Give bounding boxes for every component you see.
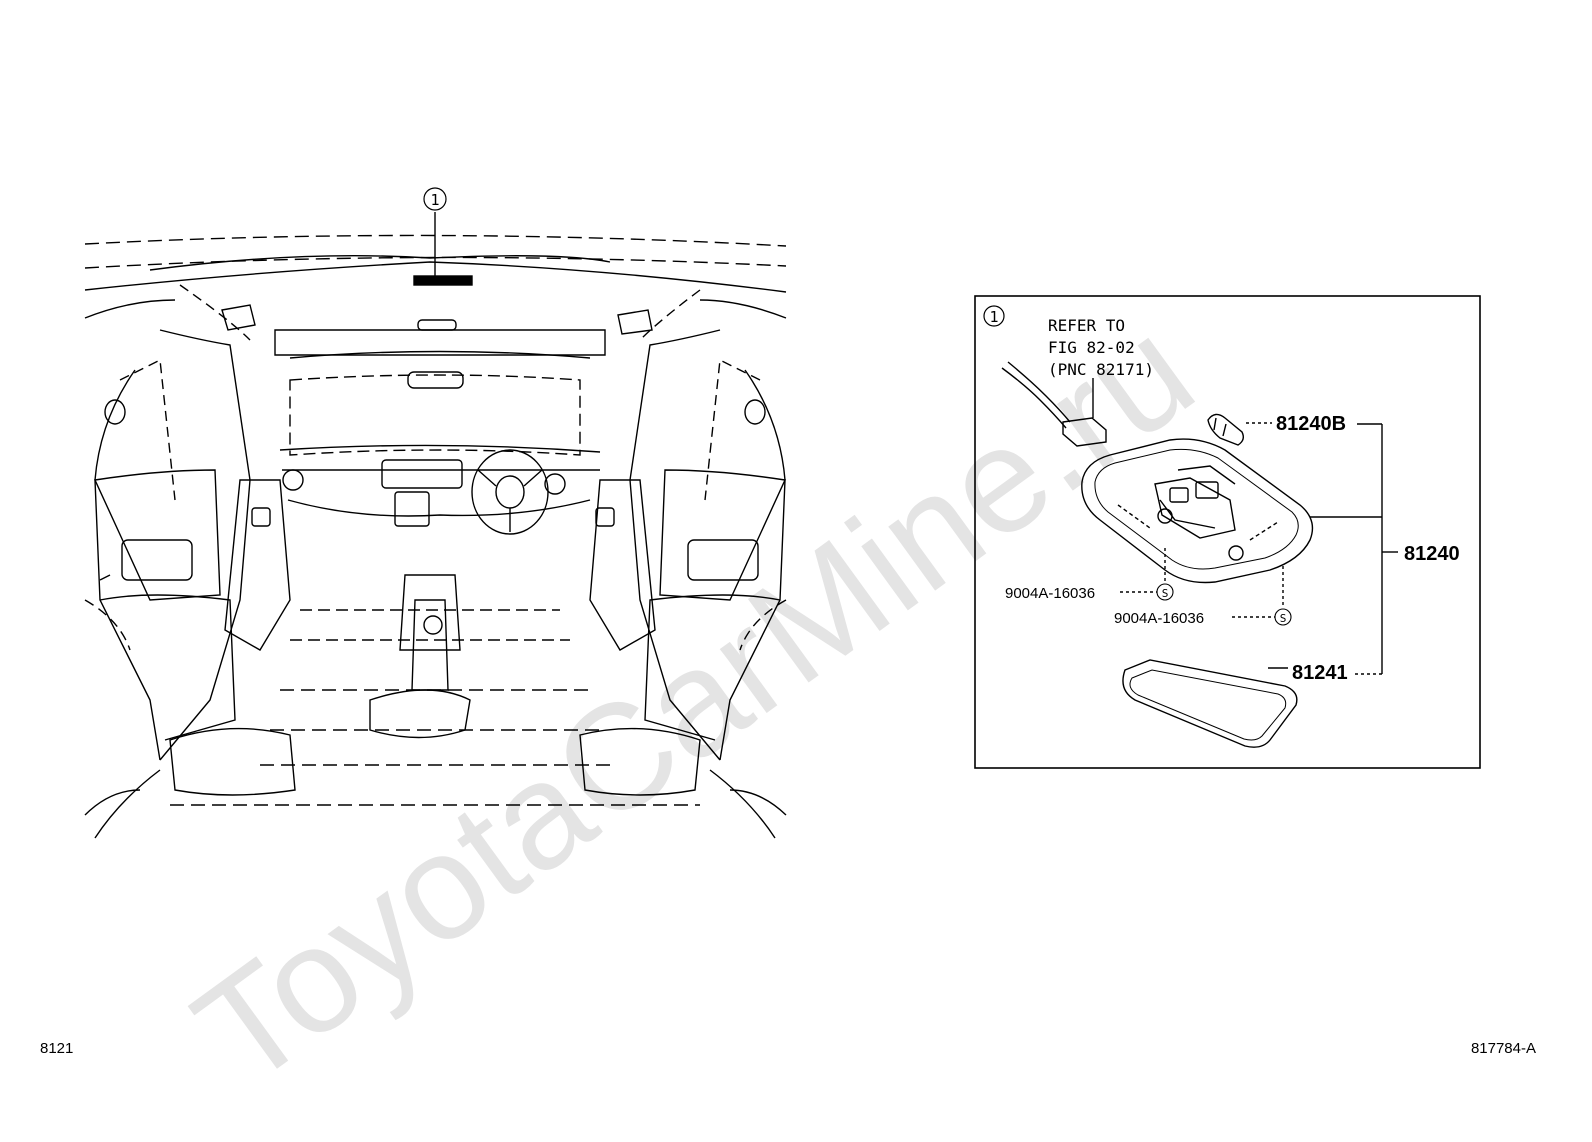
part-number-81240B: 81240B <box>1276 413 1346 435</box>
refer-line-3: (PNC 82171) <box>1048 360 1154 379</box>
screw-symbol-left: S <box>1162 587 1169 600</box>
screw-part-number-left: 9004A-16036 <box>1005 585 1095 602</box>
bulb-81240B <box>1207 413 1245 446</box>
footer-left-code: 8121 <box>40 1040 74 1057</box>
dome-light-highlight <box>413 275 473 286</box>
refer-line-2: FIG 82-02 <box>1048 338 1135 357</box>
part-number-81240: 81240 <box>1404 543 1460 565</box>
screw-part-number-right: 9004A-16036 <box>1114 610 1204 627</box>
callout-marker-label: 1 <box>430 191 439 209</box>
refer-line-1: REFER TO <box>1048 316 1125 335</box>
detail-box <box>974 295 1481 769</box>
screw-symbol-right: S <box>1280 612 1287 625</box>
lens-81241 <box>1122 659 1298 748</box>
dome-light-housing-81240 <box>1081 438 1314 584</box>
part-number-81241: 81241 <box>1292 662 1348 684</box>
footer-right-code: 817784-A <box>1470 1040 1536 1057</box>
vehicle-interior-illustration <box>84 187 787 839</box>
detail-marker-label: 1 <box>989 308 998 326</box>
parts-diagram: 1 <box>84 187 1481 839</box>
